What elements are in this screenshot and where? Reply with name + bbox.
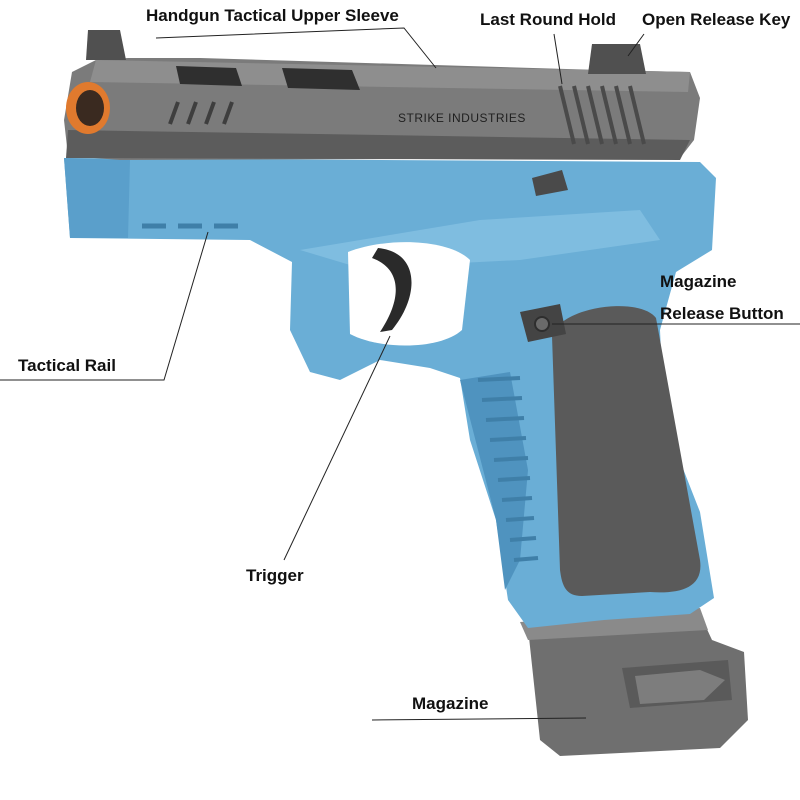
label-handgun-tactical-upper-sleeve: Handgun Tactical Upper Sleeve	[146, 6, 399, 25]
leader-line-last-round-hold	[553, 33, 563, 85]
label-trigger: Trigger	[246, 566, 304, 585]
magazine-body	[520, 608, 748, 756]
leader-line-trigger	[283, 335, 391, 561]
slide-stop-lever	[532, 170, 568, 196]
muzzle	[66, 82, 110, 134]
leader-line-magazine	[371, 717, 587, 721]
label-tactical-rail: Tactical Rail	[18, 356, 116, 375]
slide-engraving: STRIKE INDUSTRIES	[398, 111, 526, 125]
leader-lines	[0, 27, 800, 721]
label-magazine-release-line1: Magazine	[660, 272, 737, 291]
leader-line-upper-sleeve	[155, 27, 437, 69]
frame-body	[64, 158, 716, 628]
label-magazine-release-line2: Release Button	[660, 304, 784, 323]
leader-line-tactical-rail	[0, 231, 209, 381]
trigger-shape	[372, 248, 412, 332]
grip-panel	[552, 306, 701, 596]
label-last-round-hold: Last Round Hold	[480, 10, 616, 29]
label-magazine: Magazine	[412, 694, 489, 713]
slide-body	[64, 30, 700, 160]
leader-line-open-release-key	[627, 33, 645, 57]
magazine-release-button-shape	[520, 304, 566, 342]
label-open-release-key: Open Release Key	[642, 10, 791, 29]
